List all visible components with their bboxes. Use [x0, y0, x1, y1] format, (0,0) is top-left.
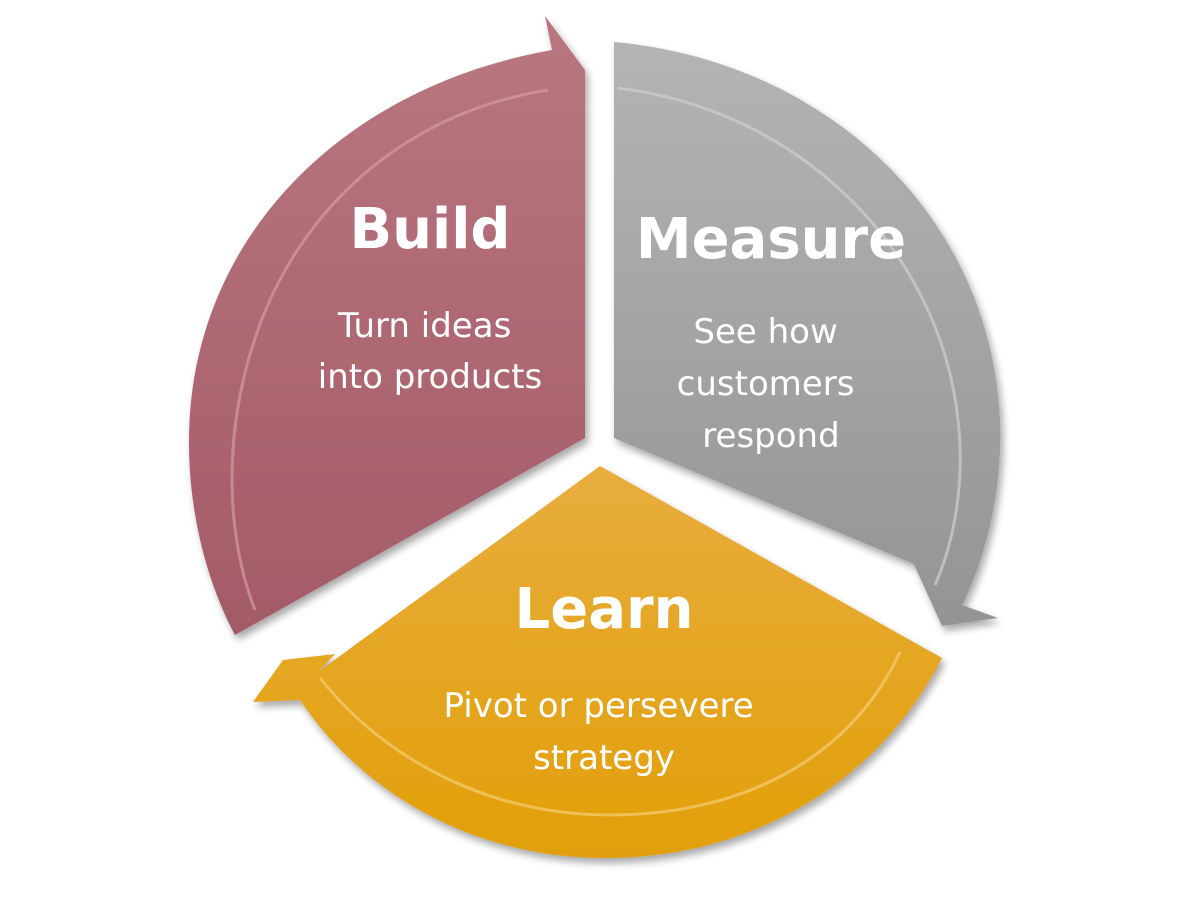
build-description-line-2: into products — [318, 357, 542, 397]
measure-arrow-line-icon — [617, 86, 962, 586]
build-arrow-line-icon — [230, 88, 549, 611]
learn-title: Learn — [515, 577, 694, 642]
measure-segment — [614, 42, 1001, 626]
measure-description-line-2: customers — [677, 364, 855, 404]
learn-arrow-line-icon — [318, 651, 902, 817]
measure-description: See how customers respond — [677, 312, 866, 456]
measure-title: Measure — [636, 207, 906, 272]
build-description-line-1: Turn ideas — [337, 306, 511, 346]
build-description: Turn ideas into products — [318, 306, 542, 397]
learn-description: Pivot or persevere strategy — [444, 686, 765, 778]
build-title: Build — [349, 197, 510, 262]
measure-description-line-1: See how — [693, 312, 837, 352]
learn-segment — [253, 466, 942, 858]
measure-description-line-3: respond — [702, 416, 839, 456]
learn-shape — [253, 466, 942, 858]
learn-description-line-2: strategy — [533, 738, 675, 778]
learn-description-line-1: Pivot or persevere — [444, 686, 754, 726]
build-shape — [188, 16, 585, 635]
measure-shape — [614, 42, 1001, 626]
build-segment — [188, 16, 585, 635]
